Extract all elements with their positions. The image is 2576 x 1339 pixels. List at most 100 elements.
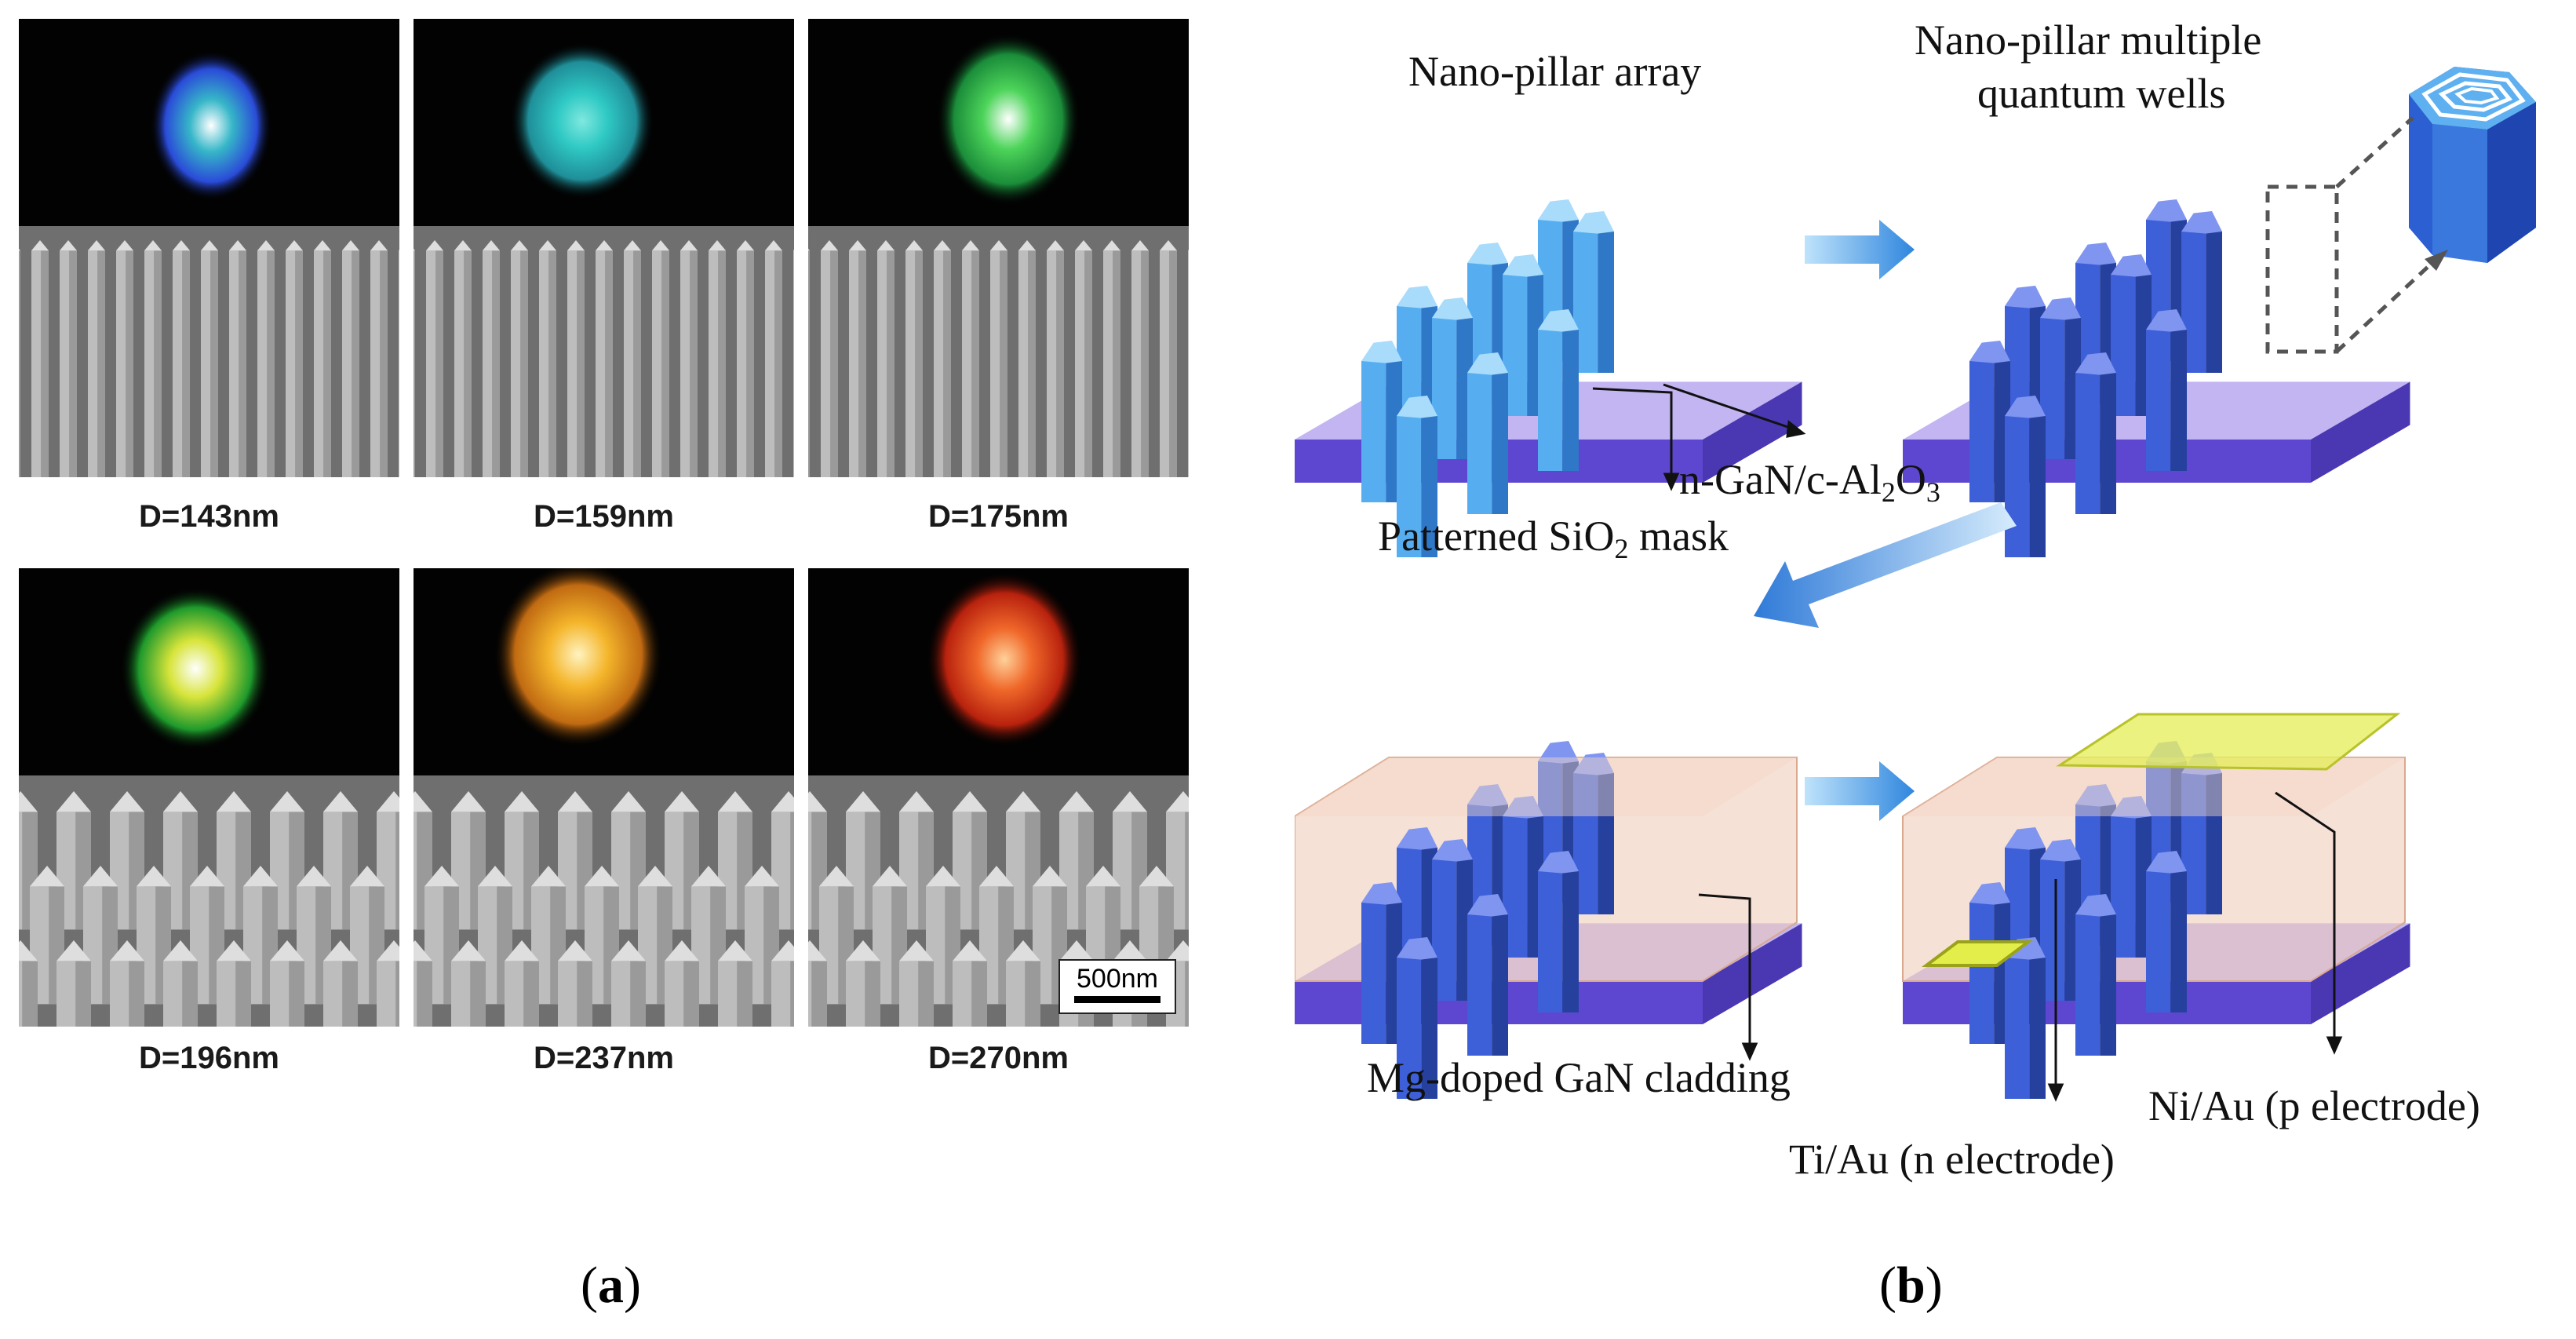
sem-image [19, 226, 399, 477]
sem-pillar [962, 240, 979, 477]
sem-pillar [56, 940, 91, 1027]
sem-pillar [821, 240, 838, 477]
nano-pillar [1467, 352, 1508, 514]
nano-pillar [2075, 352, 2116, 514]
p-electrode-pad [2056, 713, 2401, 771]
zoom-line-top [2335, 116, 2414, 188]
zoom-box [2265, 184, 2339, 354]
sem-pillar [808, 248, 810, 477]
sem-pillar [173, 240, 190, 477]
sem-pillar [905, 240, 923, 477]
sem-pillar [846, 940, 880, 1027]
sem-image [19, 775, 399, 1027]
slab-side [1703, 923, 1802, 1024]
nano-pillar [1432, 297, 1473, 459]
sample-caption: D=237nm [534, 1041, 674, 1075]
photoluminescence-image [808, 568, 1189, 775]
pointer-cladding-head [1741, 1042, 1758, 1061]
panel-label-b: (b) [1879, 1257, 1943, 1314]
nano-pillar [1361, 882, 1402, 1044]
mask-text-sub: 2 [1614, 533, 1629, 564]
substrate-text-prefix: n-GaN/c-Al [1679, 456, 1882, 503]
scale-bar: 500nm [1058, 959, 1176, 1014]
sample-cell-3 [808, 19, 1189, 477]
sem-pillar [808, 940, 827, 1027]
sem-pillar [709, 240, 726, 477]
nano-pillar [1397, 396, 1437, 557]
sem-pillar [849, 240, 866, 477]
sem-pillar [1160, 240, 1177, 477]
sample-caption: D=270nm [928, 1041, 1069, 1075]
sem-pillar [596, 240, 613, 477]
sem-pillar [270, 940, 304, 1027]
label-nano-pillar-array: Nano-pillar array [1408, 48, 1702, 95]
photoluminescence-image [414, 568, 794, 775]
sem-pillar [1103, 240, 1120, 477]
stage-electrodes [1902, 713, 2410, 1099]
scale-bar-label: 500nm [1077, 964, 1158, 994]
sem-pillar [201, 240, 218, 477]
stage-multiple-quantum-wells [1903, 199, 2410, 557]
slab-side [1703, 381, 1802, 483]
nano-pillar [1503, 796, 1543, 958]
cladding-top [1295, 757, 1797, 816]
sem-pillar [680, 240, 698, 477]
sample-cell-4 [19, 568, 399, 1027]
sem-pillar [19, 248, 20, 477]
nano-pillar [1969, 341, 2010, 502]
photoluminescence-image [19, 568, 399, 775]
sem-pillar [110, 940, 144, 1027]
sem-pillar [611, 940, 646, 1027]
nano-pillar [1503, 254, 1543, 416]
sem-pillar [505, 940, 539, 1027]
emission-spot [936, 33, 1080, 206]
sem-pillar [414, 940, 432, 1027]
sem-pillar [454, 240, 472, 477]
sem-pillar [567, 240, 585, 477]
nano-pillar [2040, 297, 2081, 459]
pointer-substrate [1663, 383, 1798, 432]
sem-pillar [377, 940, 399, 1027]
panel-label-a: (a) [581, 1257, 641, 1314]
sem-pillar [377, 791, 399, 930]
nano-pillar [1538, 851, 1579, 1012]
pointer-mask [1592, 387, 1673, 480]
pointer-cladding [1698, 893, 1751, 1050]
pointer-mask-head [1663, 472, 1680, 491]
nano-pillar [1361, 341, 1402, 502]
nano-pillar [2075, 894, 2116, 1056]
zoom-arrowhead [2425, 250, 2448, 271]
nano-pillar [1573, 753, 1614, 914]
sem-pillar [60, 240, 77, 477]
sem-pillar [737, 240, 754, 477]
label-n-electrode: Ti/Au (n electrode) [1789, 1136, 2115, 1183]
panel-label-b-letter: b [1896, 1257, 1926, 1314]
stage-cladding [1295, 741, 1802, 1099]
slab-side [2311, 381, 2410, 483]
sem-pillar [88, 240, 105, 477]
emission-spot [120, 587, 271, 750]
mask-text-suffix: mask [1628, 513, 1729, 560]
sem-pillar [451, 940, 486, 1027]
mqw-pillar-magnified [2409, 67, 2536, 263]
substrate-text-sub2: 3 [1926, 476, 1940, 508]
sem-pillar [286, 240, 303, 477]
label-substrate: n-GaN/c-Al2O3 [1679, 455, 1940, 509]
sem-pillar [116, 240, 133, 477]
nano-pillar [2111, 796, 2152, 958]
nano-pillar [2005, 396, 2046, 557]
process-arrow-right-bottom [1805, 761, 1915, 821]
pointer-p-electrode-head [2326, 1036, 2343, 1055]
sem-pillar [144, 240, 162, 477]
pointer-p-electrode [2275, 791, 2336, 1044]
emission-spot [510, 42, 654, 199]
nano-pillar [2005, 937, 2046, 1099]
sample-caption: D=196nm [139, 1041, 279, 1075]
nano-pillar [1573, 211, 1614, 373]
sample-cell-5 [414, 568, 794, 1027]
pointer-n-electrode-head [2047, 1083, 2064, 1102]
scale-bar-line [1074, 996, 1160, 1003]
sem-pillar [1047, 240, 1064, 477]
sem-pillar [718, 940, 752, 1027]
sem-pillar [314, 240, 331, 477]
